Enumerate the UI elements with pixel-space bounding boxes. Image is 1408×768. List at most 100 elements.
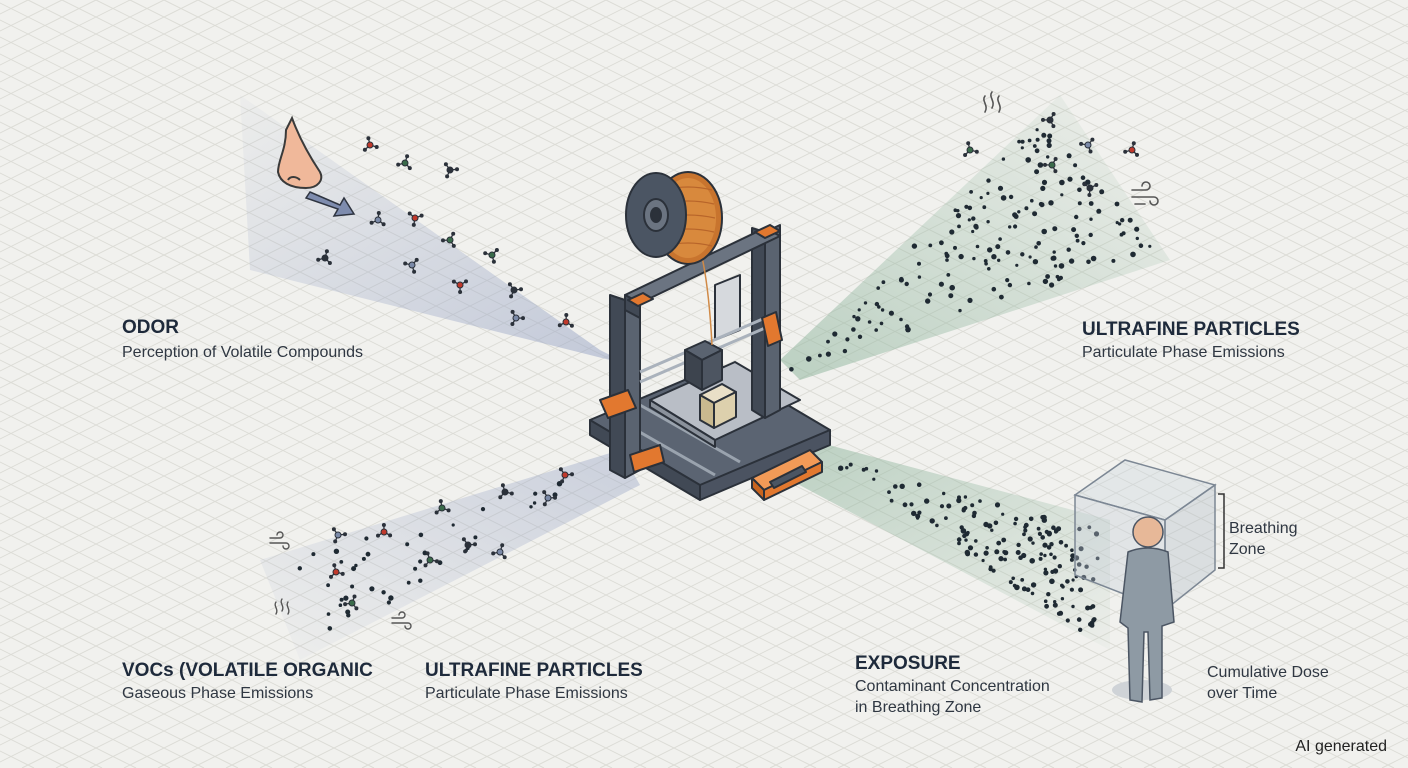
particle-dot: [1042, 278, 1049, 285]
particle-dot: [1077, 187, 1082, 193]
particle-dot: [887, 490, 891, 494]
particle-dot: [964, 204, 969, 209]
particle-dot: [1070, 553, 1076, 559]
grid-line: [0, 0, 641, 321]
grid-line: [0, 0, 1185, 593]
grid-line: [333, 0, 1408, 538]
grid-line: [939, 533, 1408, 768]
particle-dot: [996, 540, 1002, 546]
particle-dot: [1091, 577, 1096, 582]
molecule-icon: [441, 231, 456, 248]
particle-dot: [1088, 232, 1093, 238]
particle-dot: [1024, 206, 1029, 211]
particle-dot: [1057, 564, 1063, 569]
particle-dot: [1020, 139, 1025, 144]
particle-dot: [1086, 259, 1091, 265]
particle-dot: [1016, 542, 1021, 548]
particle-dot: [848, 462, 853, 467]
grid-line: [463, 295, 1408, 768]
particle-dot: [917, 261, 921, 266]
grid-line: [599, 363, 1408, 768]
particle-dot: [972, 256, 976, 261]
particle-dot: [982, 205, 987, 210]
grid-line: [0, 0, 1253, 627]
particle-dot: [874, 328, 878, 332]
particle-dot: [1071, 578, 1075, 582]
particle-dot: [969, 190, 973, 194]
particle-dot: [529, 505, 533, 509]
particle-dot: [927, 292, 933, 297]
particle-dot: [909, 502, 914, 507]
grid-line: [537, 0, 1408, 436]
particle-dot: [1051, 525, 1056, 530]
particle-dot: [1052, 602, 1058, 608]
grid-line: [707, 0, 1408, 351]
particle-dot: [1058, 610, 1064, 616]
particle-dot: [917, 275, 922, 279]
particle-dot: [957, 495, 961, 500]
particle-dot: [339, 560, 344, 564]
particle-dot: [418, 578, 423, 583]
grid-line: [327, 227, 1408, 768]
particle-dot: [1020, 252, 1025, 257]
grid-line: [0, 427, 681, 768]
grid-line: [367, 0, 1408, 521]
particle-dot: [354, 563, 358, 568]
particle-dot: [1088, 605, 1093, 610]
grid-line: [0, 359, 817, 768]
particle-dot: [867, 320, 872, 324]
particle-dot: [905, 326, 911, 333]
particle-dot: [1069, 557, 1074, 562]
particle-dot: [1043, 599, 1048, 603]
molecule-icon: [376, 523, 393, 538]
particle-dot: [1074, 214, 1079, 220]
particle-dot: [967, 545, 974, 551]
grid-line: [1211, 669, 1408, 768]
breathing-zone-line1: Breathing: [1229, 520, 1298, 537]
particle-dot: [946, 273, 951, 277]
molecule-icon: [316, 249, 332, 265]
exposure-line2: in Breathing Zone: [855, 699, 981, 716]
particle-dot: [1056, 526, 1062, 532]
particle-dot: [945, 258, 949, 262]
particle-dot: [1007, 282, 1013, 288]
particle-dot: [851, 327, 856, 332]
particle-dot: [916, 482, 922, 488]
particle-dot: [888, 310, 895, 316]
particle-dot: [1025, 157, 1031, 163]
particle-dot: [350, 584, 355, 589]
particle-dot: [1038, 556, 1043, 561]
particle-dot: [911, 243, 918, 249]
particle-dot: [1130, 251, 1136, 258]
particle-dot: [1090, 255, 1097, 262]
grid-line: [469, 0, 1408, 470]
molecule-icon: [1041, 112, 1056, 129]
particle-dot: [902, 502, 908, 508]
breathing-zone-line2: Zone: [1229, 541, 1266, 558]
particle-dot: [1052, 250, 1056, 254]
grid-line: [0, 0, 607, 304]
particle-dot: [991, 254, 997, 260]
particle-dot: [1032, 211, 1038, 217]
particle-dot: [1021, 552, 1027, 559]
particle-dot: [1008, 580, 1013, 585]
particle-dot: [1085, 179, 1091, 185]
grid-line: [0, 0, 1151, 576]
particle-dot: [1000, 195, 1007, 201]
particle-dot: [1054, 529, 1058, 534]
particle-dot: [1117, 222, 1122, 226]
molecule-icon: [407, 211, 424, 227]
grid-line: [21, 74, 1408, 768]
exposure-line1: Contaminant Concentration: [855, 678, 1050, 695]
grid-line: [503, 0, 1408, 453]
grid-line: [1047, 0, 1408, 181]
watermark: AI generated: [1295, 738, 1387, 755]
vocs-subtitle: Gaseous Phase Emissions: [122, 685, 313, 702]
particle-dot: [1138, 243, 1144, 248]
grid-line: [0, 529, 477, 768]
molecule-icon: [1043, 157, 1058, 174]
particle-dot: [1120, 218, 1125, 223]
particle-dot: [893, 484, 898, 489]
particle-dot: [1001, 537, 1007, 543]
particle-dot: [1049, 542, 1054, 547]
